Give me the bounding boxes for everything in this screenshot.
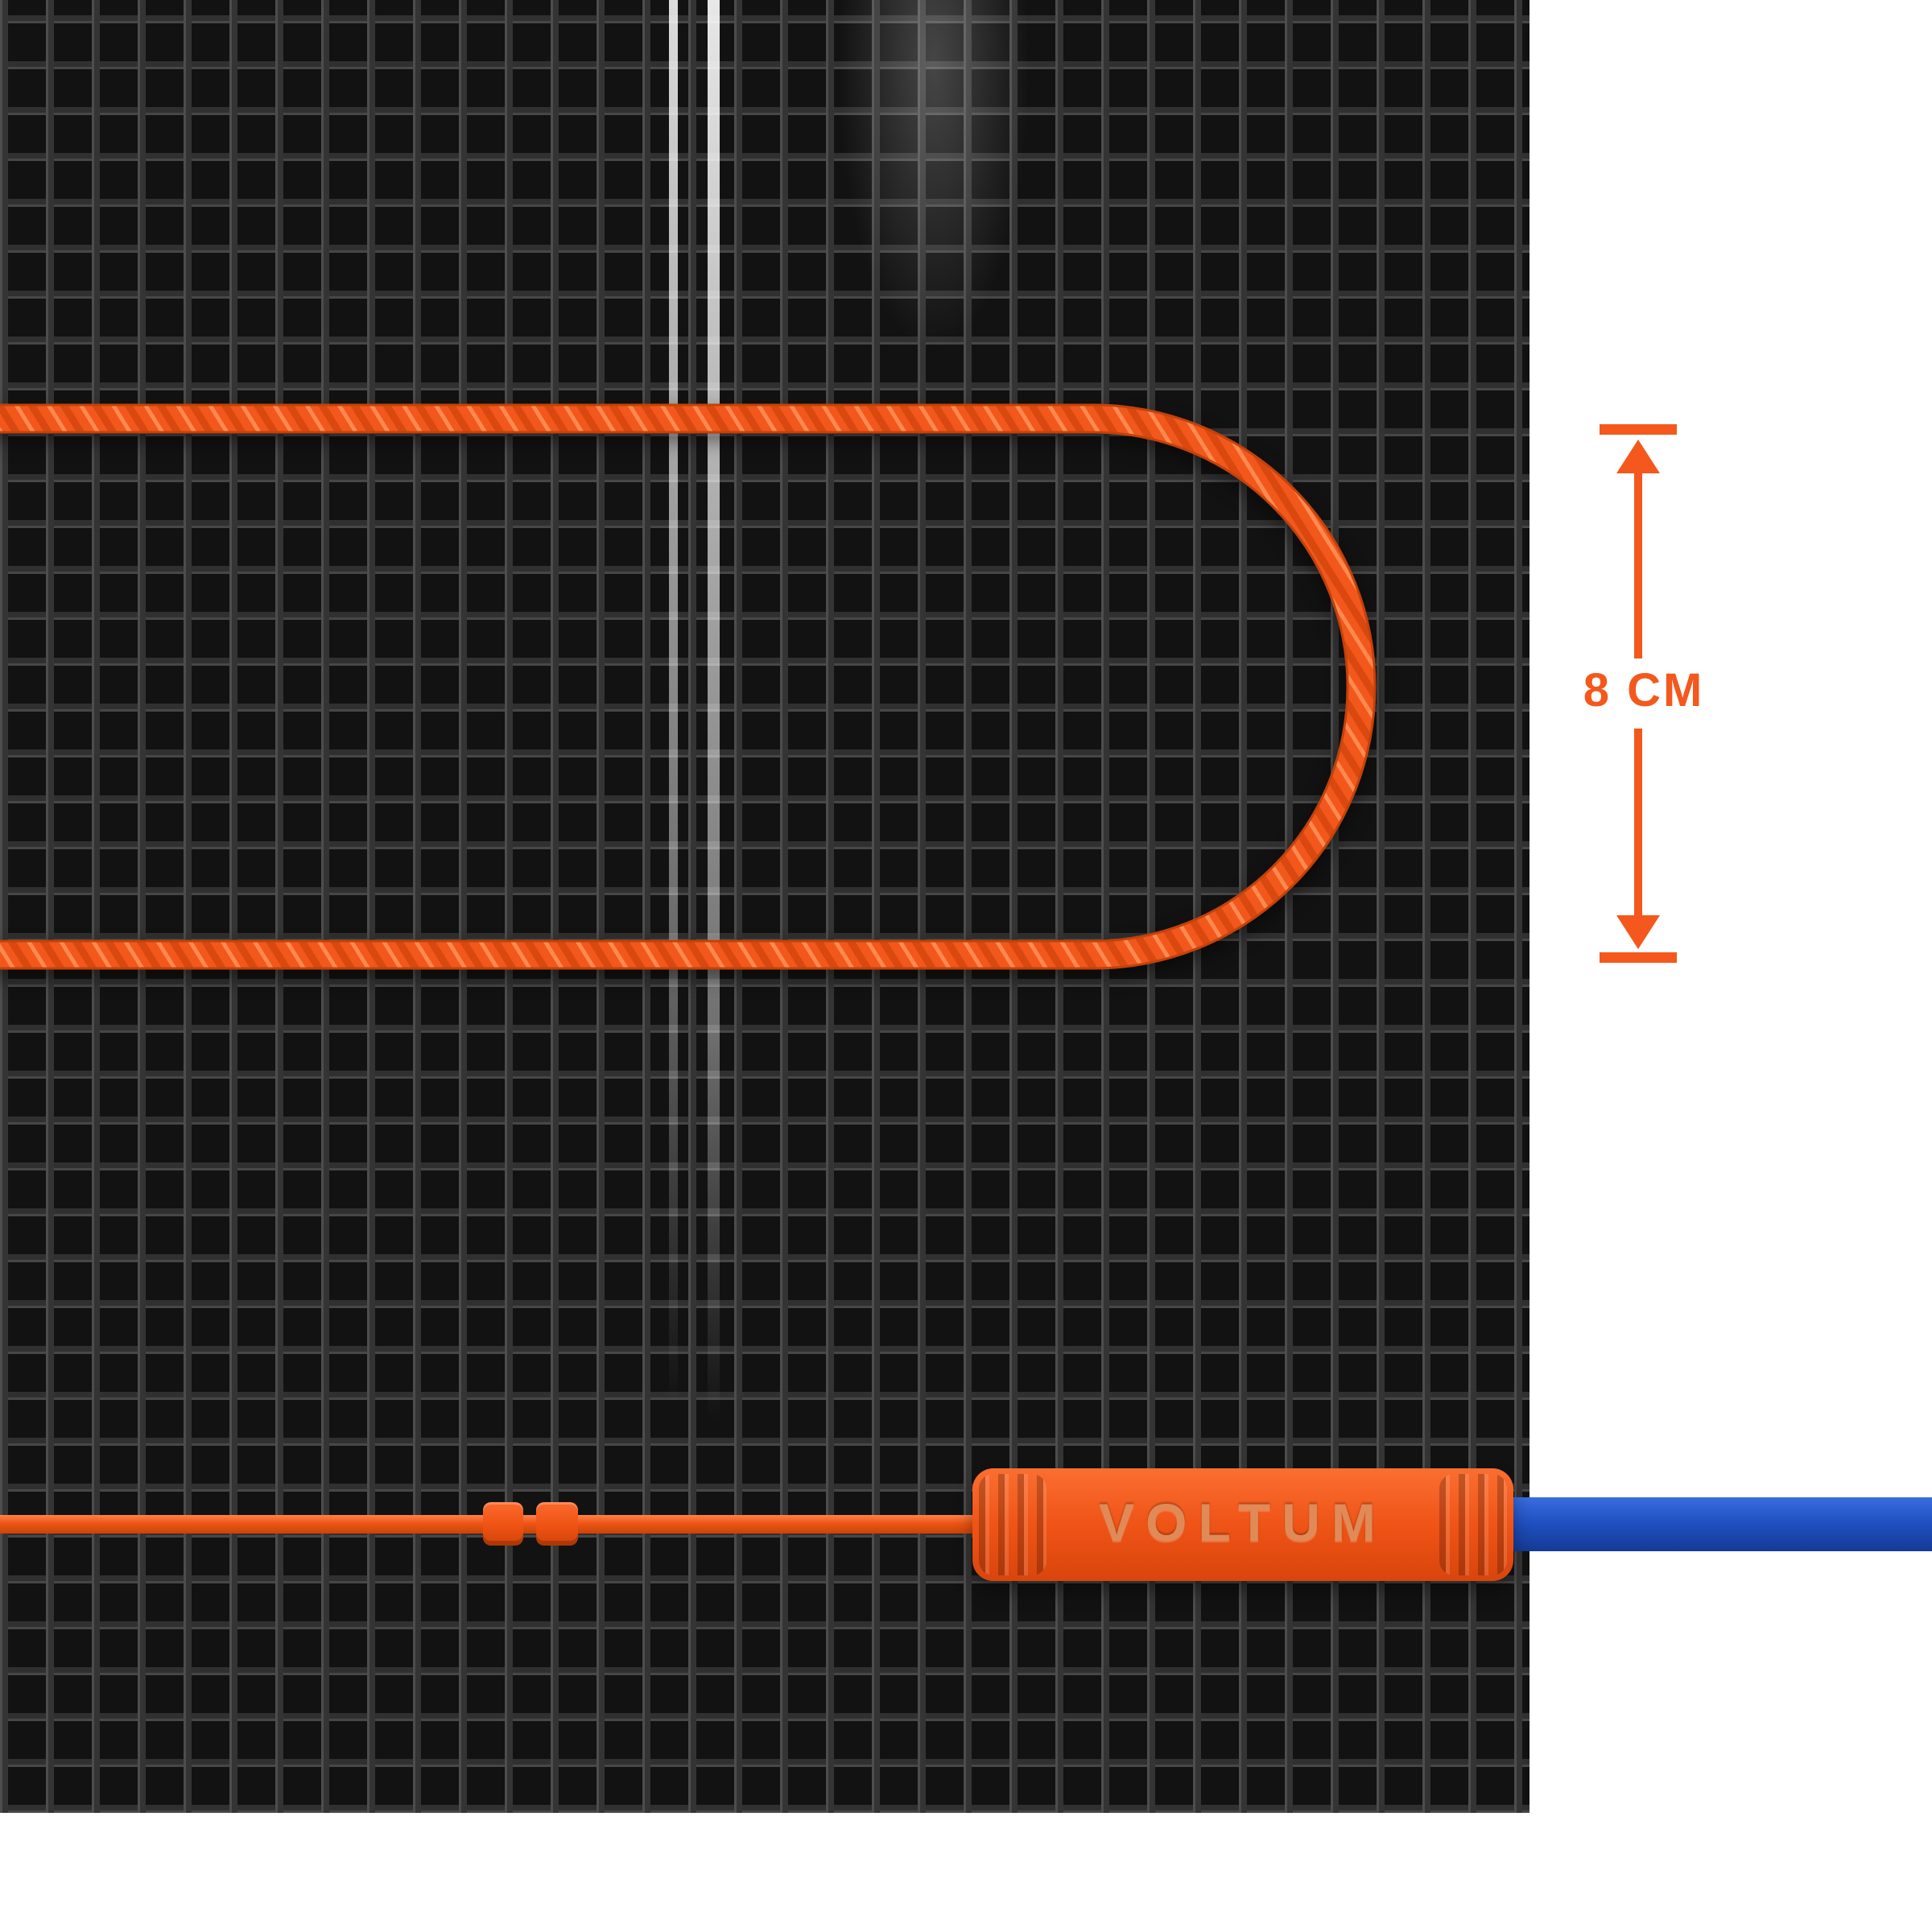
wire-mesh-grid xyxy=(0,0,1530,1813)
arrow-down-icon xyxy=(1616,915,1660,949)
cable-splice-clip xyxy=(536,1502,578,1546)
brand-connector-sleeve: VOLTUM xyxy=(972,1468,1513,1581)
dimension-line-bottom xyxy=(1634,729,1642,917)
dimension-end-cap-top xyxy=(1600,424,1677,435)
sleeve-rib-right xyxy=(1439,1474,1507,1575)
sleeve-rib-left xyxy=(979,1474,1046,1575)
brand-label: VOLTUM xyxy=(1099,1492,1387,1552)
heating-cable xyxy=(0,406,1374,968)
power-cord-blue xyxy=(1493,1497,1932,1551)
arrow-up-icon xyxy=(1616,440,1660,473)
dimension-end-cap-bottom xyxy=(1600,952,1677,963)
dimension-label: 8 CM xyxy=(1583,664,1705,716)
heating-cable-outline xyxy=(0,403,1377,970)
cable-splice-clip xyxy=(483,1502,523,1546)
dimension-line-top xyxy=(1634,472,1642,658)
